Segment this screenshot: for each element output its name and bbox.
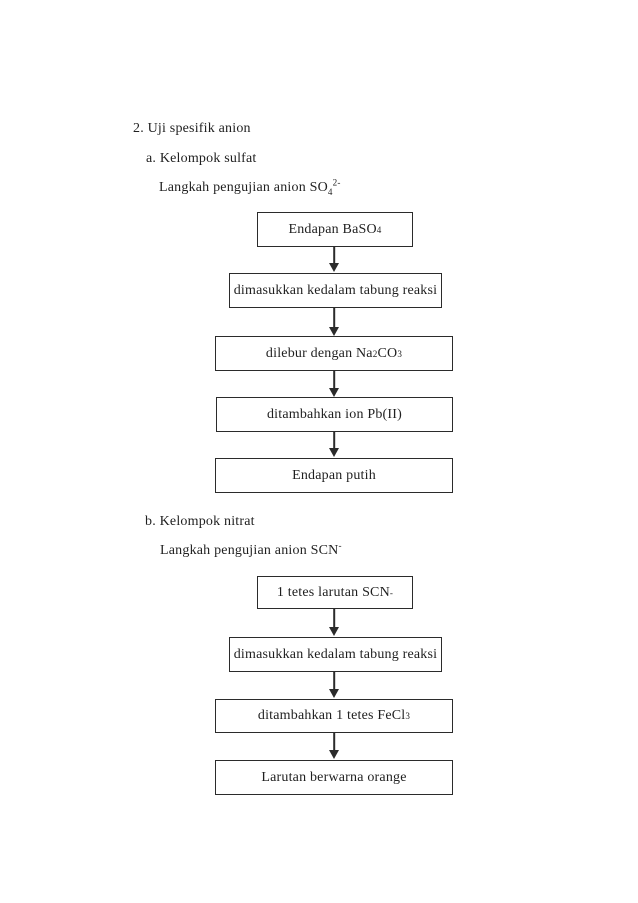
section-b-heading: b. Kelompok nitrat (145, 514, 255, 529)
page-title: 2. Uji spesifik anion (133, 121, 251, 136)
arrow-down-icon (327, 609, 341, 636)
arrow-down-icon (327, 308, 341, 336)
flowchart-a-step-4-box: ditambahkan ion Pb(II) (216, 397, 453, 432)
section-a-subheading: Langkah pengujian anion SO42- (159, 177, 341, 197)
flowchart-b-step-4-box: Larutan berwarna orange (215, 760, 453, 795)
section-a-heading: a. Kelompok sulfat (146, 151, 257, 166)
flowchart-b-step-1-box: 1 tetes larutan SCN- (257, 576, 413, 609)
section-b-subheading: Langkah pengujian anion SCN- (160, 540, 342, 558)
flowchart-b-step-2-box: dimasukkan kedalam tabung reaksi (229, 637, 442, 672)
arrow-down-icon (327, 371, 341, 397)
arrow-down-icon (327, 672, 341, 698)
flowchart-a-step-5-box: Endapan putih (215, 458, 453, 493)
arrow-down-icon (327, 247, 341, 272)
flowchart-a-step-2-box: dimasukkan kedalam tabung reaksi (229, 273, 442, 308)
arrow-down-icon (327, 733, 341, 759)
arrow-down-icon (327, 432, 341, 457)
